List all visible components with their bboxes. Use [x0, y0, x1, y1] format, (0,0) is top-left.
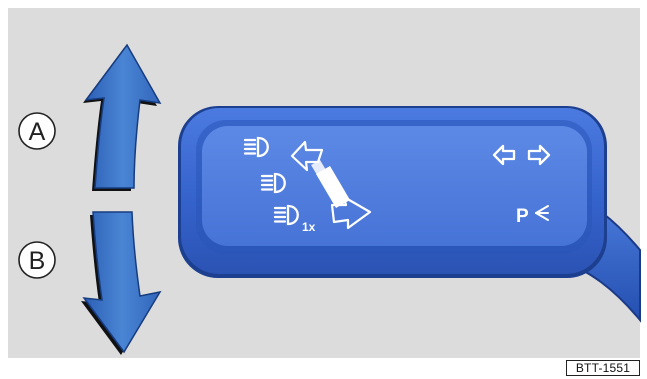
label-a-text: A — [29, 118, 46, 146]
one-time-label: 1x — [302, 220, 316, 234]
parking-light-label: P — [516, 206, 529, 227]
lever-body — [178, 106, 607, 278]
figure-code: BTT-1551 — [566, 360, 640, 376]
label-a: A — [19, 113, 55, 149]
label-b: B — [19, 242, 55, 278]
label-b-text: B — [29, 247, 46, 275]
